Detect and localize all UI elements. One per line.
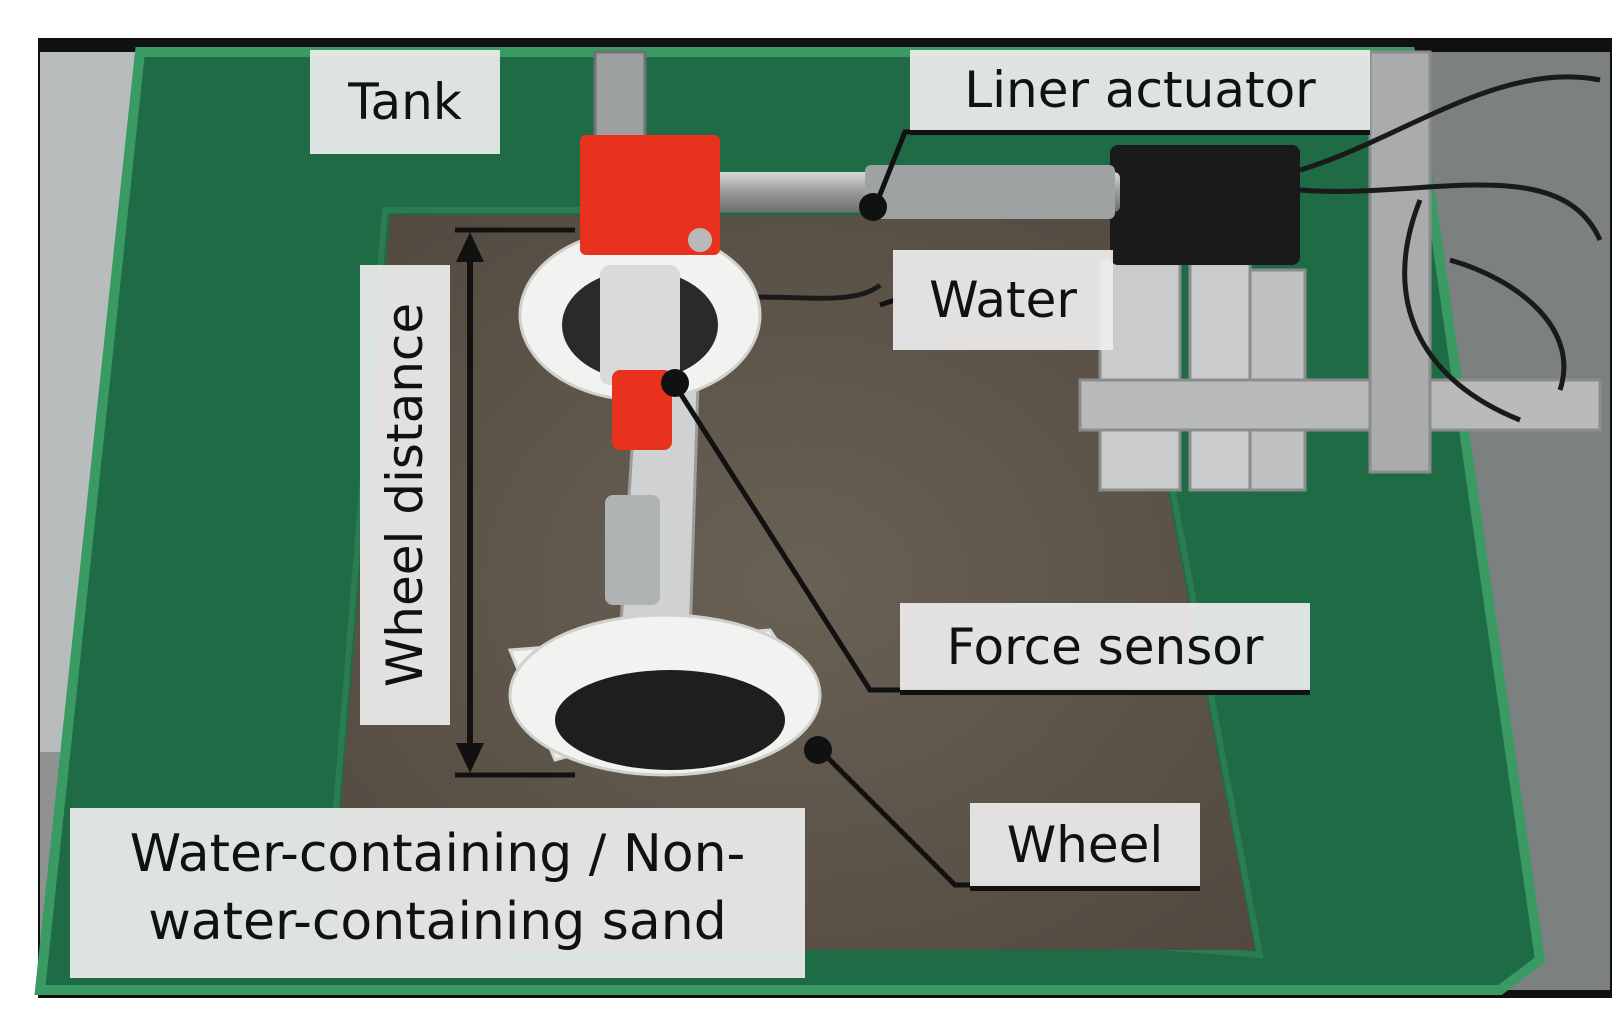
actuator-cylinder: [865, 165, 1115, 219]
sensor-cylinder: [600, 265, 680, 385]
motor: [605, 495, 660, 605]
sand: [335, 215, 1255, 950]
actuator-housing: [1110, 145, 1300, 265]
cables: [699, 74, 1603, 423]
tank-rim: [34, 47, 1546, 995]
aluminum-frame: [1078, 50, 1602, 492]
red-mount: [580, 135, 720, 255]
water-label: Water: [893, 250, 1113, 350]
wheel-distance-text: Wheel distance: [376, 302, 434, 688]
force-sensor-dot: [661, 369, 689, 397]
liner-actuator-dot: [859, 193, 887, 221]
wheel-distance-arrow: [455, 227, 575, 778]
liner-actuator-label: Liner actuator: [910, 50, 1370, 135]
force-sensor-body: [612, 370, 672, 450]
bottom-wheel: [507, 613, 822, 777]
wheel-distance-label: Wheel distance: [360, 265, 450, 725]
wheel-dot: [804, 736, 832, 764]
water-leader: [879, 297, 896, 308]
force-sensor-label: Force sensor: [900, 603, 1310, 695]
tank-label: Tank: [310, 50, 500, 154]
wheel-label: Wheel: [970, 803, 1200, 891]
sand-label: Water-containing / Non-water-containing …: [70, 808, 805, 978]
